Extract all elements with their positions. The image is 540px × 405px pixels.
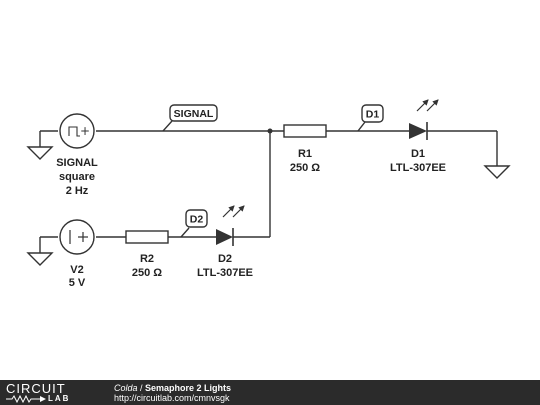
net-tag-d2-label: D2 xyxy=(190,214,204,226)
signal-source-name: SIGNAL xyxy=(56,157,98,169)
d1-name: D1 xyxy=(411,148,425,160)
ground-icon xyxy=(483,165,511,179)
circuitlab-logo[interactable]: CIRCUIT LAB xyxy=(6,382,98,403)
net-tag-signal-label: SIGNAL xyxy=(174,108,214,120)
author-link[interactable]: Colda xyxy=(114,383,138,393)
circuit-url[interactable]: http://circuitlab.com/cmnvsgk xyxy=(114,393,230,403)
resistor-icon[interactable] xyxy=(125,230,169,244)
svg-text:+: + xyxy=(80,124,90,138)
v2-name: V2 xyxy=(70,264,83,276)
resistor-icon[interactable] xyxy=(283,124,327,138)
logo-text-bottom: LAB xyxy=(48,394,71,403)
circuit-info: Colda / Semaphore 2 Lights http://circui… xyxy=(114,383,231,403)
circuit-schematic: + SIGNAL square 2 Hz V2 5 V SIGNAL R1 25… xyxy=(26,99,511,289)
d1-part: LTL-307EE xyxy=(390,162,446,174)
ac-source-icon[interactable]: + xyxy=(59,113,95,149)
signal-source-frequency: 2 Hz xyxy=(66,185,89,197)
footer-bar: CIRCUIT LAB Colda / Semaphore 2 Lights h… xyxy=(0,380,540,405)
led-icon[interactable] xyxy=(409,99,439,140)
logo-resistor-icon xyxy=(6,395,46,403)
junction-node xyxy=(267,128,273,134)
r1-name: R1 xyxy=(298,148,312,160)
author-title-line: Colda / Semaphore 2 Lights xyxy=(114,383,231,393)
led-icon[interactable] xyxy=(216,205,245,246)
r1-value: 250 Ω xyxy=(290,162,320,174)
logo-text-top: CIRCUIT xyxy=(6,381,66,396)
ground-icon xyxy=(26,131,54,160)
circuit-title: Semaphore 2 Lights xyxy=(145,383,232,393)
v2-value: 5 V xyxy=(69,277,86,289)
ground-icon xyxy=(26,237,54,266)
dc-source-icon[interactable] xyxy=(59,219,95,255)
net-tag-d1-label: D1 xyxy=(366,109,380,121)
net-tag-signal[interactable]: SIGNAL xyxy=(162,104,218,132)
r2-name: R2 xyxy=(140,253,154,265)
net-tag-d2[interactable]: D2 xyxy=(180,209,208,238)
d2-part: LTL-307EE xyxy=(197,267,253,279)
title-separator: / xyxy=(137,383,146,393)
net-tag-d1[interactable]: D1 xyxy=(357,104,384,132)
signal-source-waveform: square xyxy=(59,171,95,183)
r2-value: 250 Ω xyxy=(132,267,162,279)
d2-name: D2 xyxy=(218,253,232,265)
wires xyxy=(40,130,498,238)
